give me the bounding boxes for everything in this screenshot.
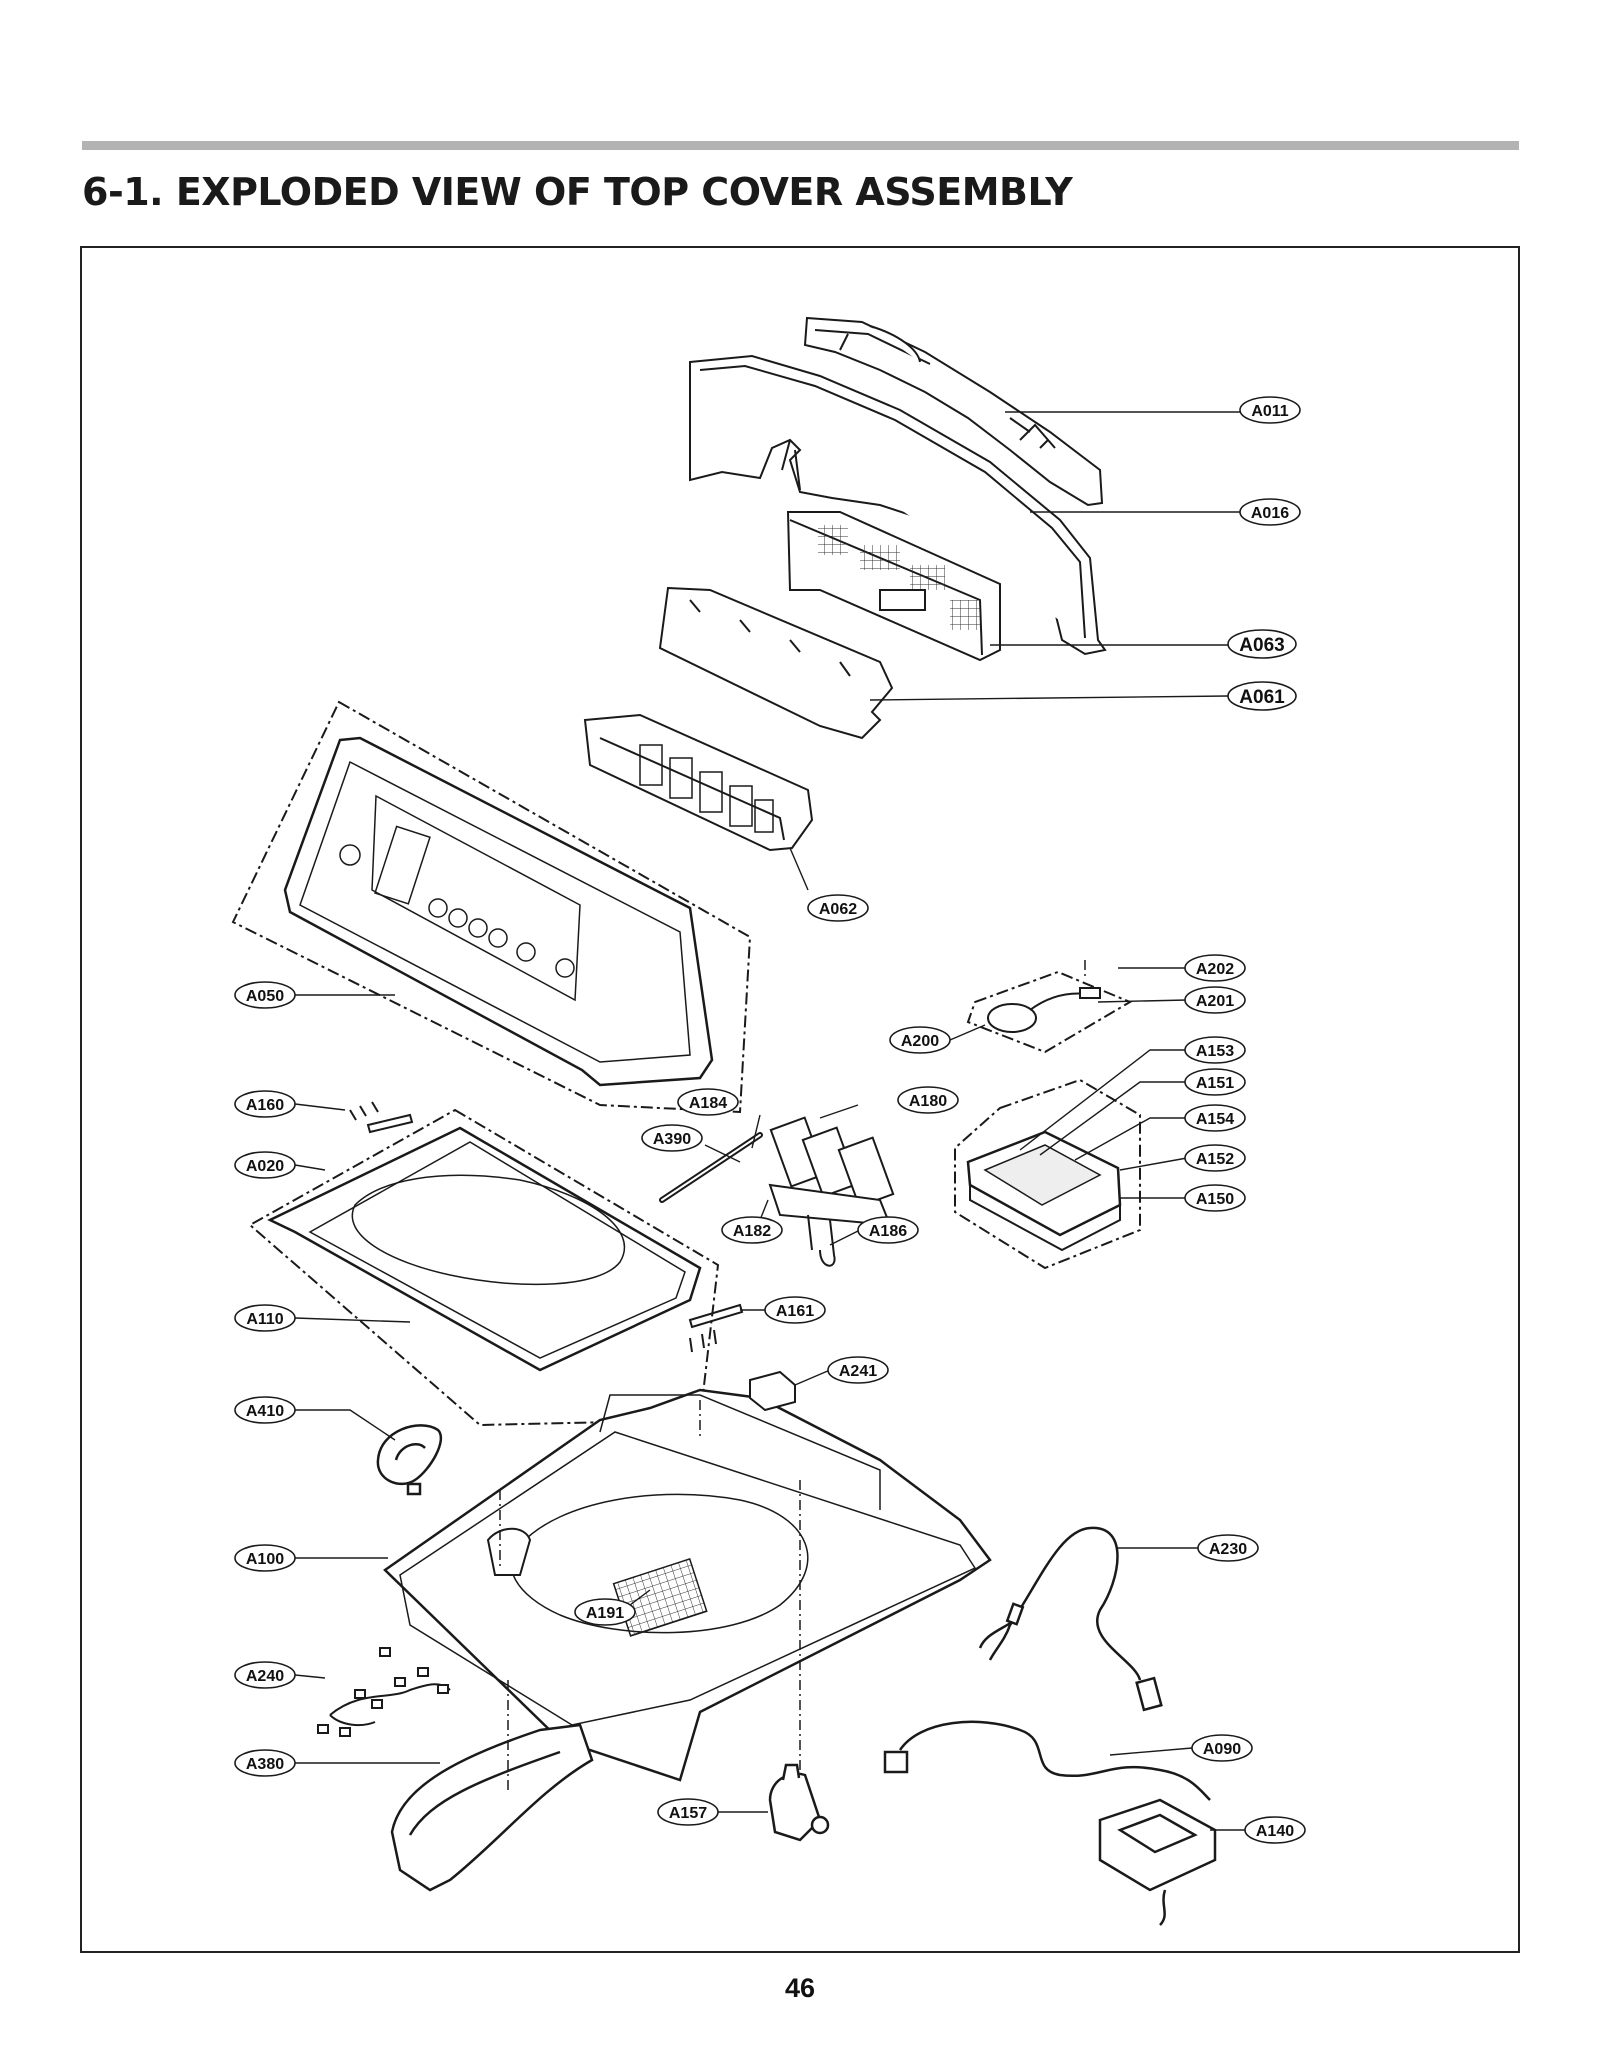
label-A161: A161 <box>776 1303 814 1320</box>
label-A410: A410 <box>246 1403 284 1420</box>
page-number: 46 <box>784 1973 816 2003</box>
label-A100: A100 <box>246 1551 284 1568</box>
label-A140: A140 <box>1256 1823 1294 1840</box>
callout-A240: A240 <box>234 1661 296 1689</box>
leader-lines <box>294 411 1245 1831</box>
page-title: 6-1. EXPLODED VIEW OF TOP COVER ASSEMBLY <box>82 170 1073 214</box>
label-A152: A152 <box>1196 1151 1234 1168</box>
callout-A100: A100 <box>234 1544 296 1572</box>
label-A182: A182 <box>733 1223 771 1240</box>
label-A150: A150 <box>1196 1191 1234 1208</box>
label-A011: A011 <box>1251 403 1288 420</box>
label-A240: A240 <box>246 1668 284 1685</box>
callout-A150: A150 <box>1184 1184 1246 1212</box>
part-A160-drawing <box>349 1101 414 1134</box>
part-A240-drawing <box>317 1647 451 1737</box>
part-A161-drawing <box>688 1303 744 1353</box>
label-A157: A157 <box>669 1805 707 1822</box>
part-A020-drawing <box>248 1108 720 1427</box>
part-A200-drawing <box>966 970 1133 1054</box>
part-A011-drawing <box>803 316 1104 507</box>
part-A157-drawing <box>768 1763 830 1842</box>
label-A201: A201 <box>1196 993 1234 1010</box>
callout-A157: A157 <box>657 1798 719 1826</box>
callout-A186: A186 <box>857 1216 919 1244</box>
label-A191: A191 <box>586 1605 624 1622</box>
label-A241: A241 <box>839 1363 877 1380</box>
callout-A201: A201 <box>1184 986 1246 1014</box>
callout-A184: A184 <box>677 1088 739 1116</box>
callout-A154: A154 <box>1184 1104 1246 1132</box>
label-A202: A202 <box>1196 961 1234 978</box>
callout-A230: A230 <box>1197 1534 1259 1562</box>
callout-A380: A380 <box>234 1749 296 1777</box>
callout-A410: A410 <box>234 1396 296 1424</box>
part-A100-drawing <box>383 1388 992 1782</box>
label-A154: A154 <box>1196 1111 1234 1128</box>
label-A061: A061 <box>1239 687 1285 708</box>
label-A016: A016 <box>1251 505 1289 522</box>
label-A020: A020 <box>246 1158 284 1175</box>
callout-A152: A152 <box>1184 1144 1246 1172</box>
callout-A090: A090 <box>1191 1734 1253 1762</box>
callout-A011: A011 <box>1239 396 1301 424</box>
label-A090: A090 <box>1203 1741 1241 1758</box>
callout-A200: A200 <box>889 1026 951 1054</box>
diagram-frame <box>80 246 1520 1953</box>
callout-A191: A191 <box>574 1598 636 1626</box>
callout-A182: A182 <box>721 1216 783 1244</box>
part-A050-drawing <box>231 700 752 1114</box>
label-A200: A200 <box>901 1033 939 1050</box>
assembly-center-lines <box>499 960 1086 1790</box>
part-A380-drawing <box>390 1723 594 1892</box>
part-A230-drawing <box>978 1526 1163 1712</box>
part-A180-drawing <box>659 1116 895 1267</box>
label-A062: A062 <box>819 901 857 918</box>
part-A061-drawing <box>658 586 894 740</box>
header-rule <box>82 141 1519 150</box>
label-A160: A160 <box>246 1097 284 1114</box>
label-A151: A151 <box>1196 1075 1234 1092</box>
part-A410-drawing <box>376 1424 443 1496</box>
label-A186: A186 <box>869 1223 907 1240</box>
label-A184: A184 <box>689 1095 727 1112</box>
label-A110: A110 <box>246 1311 283 1328</box>
part-A241-drawing <box>749 1370 796 1412</box>
callout-A063: A063 <box>1227 629 1297 659</box>
label-A050: A050 <box>246 988 284 1005</box>
part-A150-drawing <box>954 1078 1141 1270</box>
callout-A061: A061 <box>1227 681 1297 711</box>
callout-A160: A160 <box>234 1090 296 1118</box>
callout-A016: A016 <box>1239 498 1301 526</box>
part-A063-drawing <box>786 511 1001 662</box>
callout-A062: A062 <box>807 894 869 922</box>
callout-A180: A180 <box>897 1086 959 1114</box>
callout-A050: A050 <box>234 981 296 1009</box>
part-A090-drawing <box>883 1720 1211 1801</box>
callout-A390: A390 <box>641 1124 703 1152</box>
part-A062-drawing <box>583 713 814 852</box>
callout-A020: A020 <box>234 1151 296 1179</box>
callout-A151: A151 <box>1184 1068 1246 1096</box>
label-A180: A180 <box>909 1093 947 1110</box>
label-A230: A230 <box>1209 1541 1247 1558</box>
label-A390: A390 <box>653 1131 691 1148</box>
part-A140-drawing <box>1098 1798 1217 1926</box>
callout-A140: A140 <box>1244 1816 1306 1844</box>
callout-A202: A202 <box>1184 954 1246 982</box>
label-A063: A063 <box>1239 635 1284 656</box>
label-A153: A153 <box>1196 1043 1234 1060</box>
callout-A241: A241 <box>827 1356 889 1384</box>
callout-A110: A110 <box>234 1304 296 1332</box>
callout-A161: A161 <box>764 1296 826 1324</box>
callout-A153: A153 <box>1184 1036 1246 1064</box>
label-A380: A380 <box>246 1756 284 1773</box>
part-A016-drawing <box>689 354 1107 656</box>
